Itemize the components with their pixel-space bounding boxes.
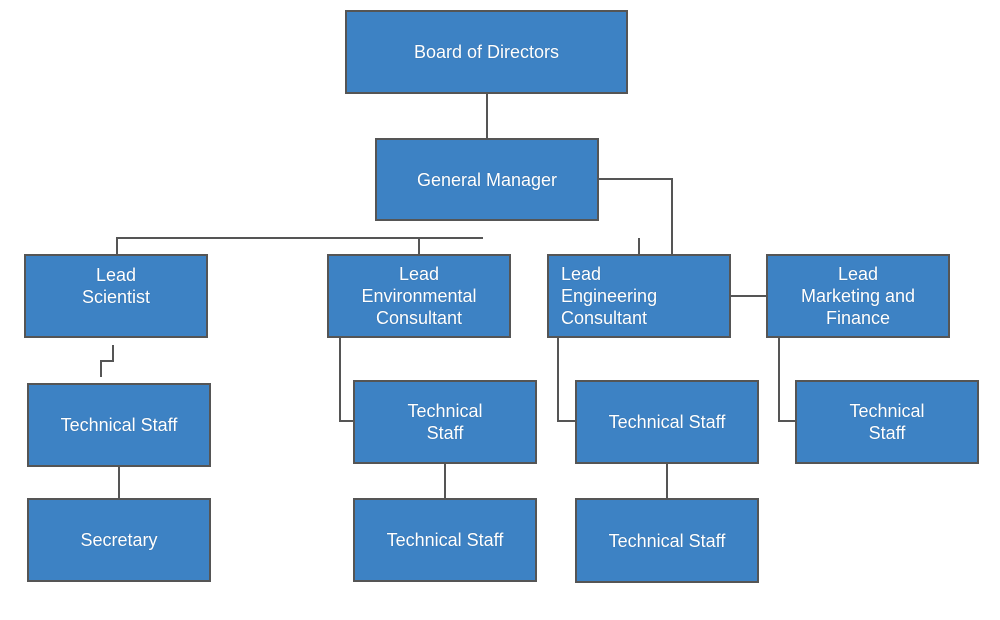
node-label: Lead Marketing and Finance	[800, 264, 916, 328]
node-lead-marketing-finance[interactable]: Lead Marketing and Finance	[766, 254, 950, 338]
node-label: Technical Staff	[386, 530, 504, 550]
node-label: Technical Staff	[849, 401, 925, 443]
node-label: Technical Staff	[608, 412, 726, 432]
node-lead-engineering-consultant[interactable]: Lead Engineering Consultant	[547, 254, 731, 338]
node-secretary[interactable]: Secretary	[27, 498, 211, 582]
node-label: Lead Environmental Consultant	[361, 264, 477, 328]
connector-gm-leads-bus	[116, 237, 483, 255]
node-env-technical-staff-1[interactable]: Technical Staff	[353, 380, 537, 464]
node-label: Secretary	[80, 530, 158, 550]
node-label: Technical Staff	[407, 401, 483, 443]
connector-scientist-staff	[100, 345, 114, 377]
node-lead-environmental-consultant[interactable]: Lead Environmental Consultant	[327, 254, 511, 338]
node-label: Lead Engineering Consultant	[561, 264, 658, 328]
node-lead-scientist[interactable]: Lead Scientist	[24, 254, 208, 338]
node-general-manager[interactable]: General Manager	[375, 138, 599, 221]
node-label: Board of Directors	[413, 42, 560, 62]
connector-env-staff1	[339, 337, 354, 422]
node-board-of-directors[interactable]: Board of Directors	[345, 10, 628, 94]
node-label: Lead Scientist	[81, 265, 151, 307]
node-env-technical-staff-2[interactable]: Technical Staff	[353, 498, 537, 582]
node-mkt-technical-staff[interactable]: Technical Staff	[795, 380, 979, 464]
node-scientist-technical-staff[interactable]: Technical Staff	[27, 383, 211, 467]
node-eng-technical-staff-2[interactable]: Technical Staff	[575, 498, 759, 583]
node-label: Technical Staff	[60, 415, 178, 435]
connector-mkt-staff	[778, 337, 796, 422]
node-label: General Manager	[416, 169, 558, 190]
node-eng-technical-staff-1[interactable]: Technical Staff	[575, 380, 759, 464]
connector-eng-staff1	[557, 337, 576, 422]
node-label: Technical Staff	[608, 530, 726, 551]
